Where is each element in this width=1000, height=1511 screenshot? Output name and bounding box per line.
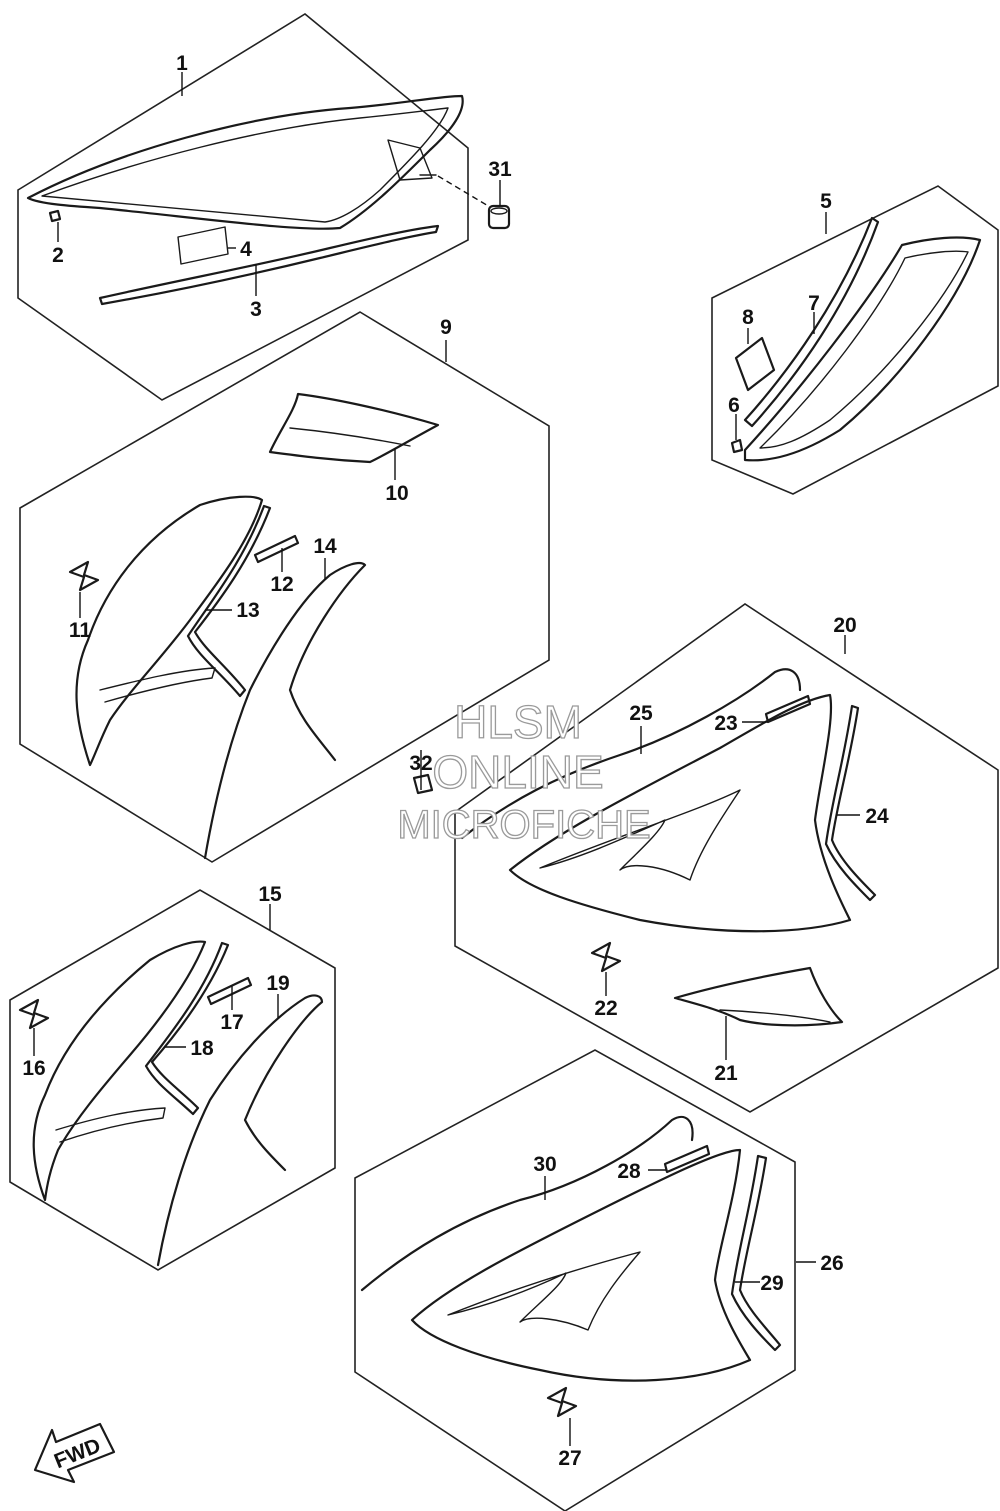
part-shroud-left[interactable] [75,495,264,767]
part-line-14[interactable] [203,561,367,860]
label-23[interactable]: 23 [714,712,737,735]
part-strip-24[interactable] [824,704,877,902]
label-20[interactable]: 20 [833,614,856,637]
group-panel-9 [19,311,550,863]
part-grommet[interactable] [487,204,511,230]
label-11[interactable]: 11 [69,619,92,642]
label-13[interactable]: 13 [236,599,259,622]
label-25[interactable]: 25 [629,702,653,725]
label-14[interactable]: 14 [313,535,337,558]
label-7[interactable]: 7 [808,292,820,315]
group-panel-1 [17,13,469,401]
part-emblem-16[interactable] [18,998,50,1030]
label-24[interactable]: 24 [865,805,889,828]
label-10[interactable]: 10 [385,482,408,505]
label-26[interactable]: 26 [820,1252,843,1275]
part-emblem-27[interactable] [546,1386,578,1418]
label-15[interactable]: 15 [258,883,282,906]
part-emblem-11[interactable] [68,560,100,592]
label-22[interactable]: 22 [594,997,617,1020]
part-line-25[interactable] [460,668,802,840]
part-strip-29[interactable] [730,1154,782,1352]
label-4[interactable]: 4 [240,238,252,261]
part-clip-2[interactable] [48,209,62,223]
part-clip-32[interactable] [412,773,434,795]
part-tank-cover[interactable] [508,693,852,933]
part-strip-17[interactable] [206,976,253,1006]
part-line-19[interactable] [156,994,324,1267]
label-9[interactable]: 9 [440,316,452,339]
group-panel-15 [9,889,336,1271]
group-panel-5 [711,185,999,495]
part-tank-cover-lower[interactable] [410,1148,752,1382]
fwd-arrow-icon: FWD [33,1422,116,1484]
part-clip-6[interactable] [730,438,744,454]
label-5[interactable]: 5 [820,190,832,213]
watermark-line-1: HLSM [454,696,582,748]
label-19[interactable]: 19 [266,972,289,995]
dash-line-31 [437,175,491,208]
label-31[interactable]: 31 [488,158,512,181]
label-12[interactable]: 12 [270,573,293,596]
label-3[interactable]: 3 [250,298,262,321]
label-17[interactable]: 17 [220,1011,243,1034]
label-8[interactable]: 8 [742,306,754,329]
part-reflector[interactable] [177,226,229,265]
leader-lines [33,72,860,1446]
part-scoop-21[interactable] [673,966,844,1027]
group-panel-26 [354,1049,796,1511]
part-strip-28[interactable] [663,1144,711,1174]
part-strip-18[interactable] [144,941,230,1116]
watermark-line-2: ONLINE [432,746,603,798]
part-shroud-lower[interactable] [32,940,207,1202]
part-emblem-8[interactable] [734,336,776,392]
part-frame-cover[interactable] [26,94,464,230]
group-panel-20 [454,603,999,1113]
part-scoop-10[interactable] [268,392,440,464]
part-strip-7[interactable] [743,216,880,428]
part-strip-12[interactable] [253,534,300,564]
watermark-line-3: MICROFICHE [397,803,650,847]
label-28[interactable]: 28 [617,1160,641,1183]
part-strip-23[interactable] [764,694,812,724]
label-6[interactable]: 6 [728,394,740,417]
label-1[interactable]: 1 [176,52,188,75]
part-side-cover[interactable] [743,236,982,462]
label-21[interactable]: 21 [714,1062,738,1085]
label-30[interactable]: 30 [533,1153,556,1176]
label-32[interactable]: 32 [409,752,432,775]
part-emblem-22[interactable] [590,941,622,973]
label-16[interactable]: 16 [22,1057,45,1080]
part-labels: 1 2 3 4 5 6 7 8 9 10 11 12 13 14 15 16 1… [22,52,889,1470]
label-27[interactable]: 27 [558,1447,581,1470]
label-18[interactable]: 18 [190,1037,214,1060]
watermark: HLSM ONLINE MICROFICHE [397,695,652,847]
label-29[interactable]: 29 [760,1272,783,1295]
part-strip-13[interactable] [186,504,272,698]
part-trim-strip-3[interactable] [98,224,440,306]
part-line-30[interactable] [360,1115,694,1292]
label-2[interactable]: 2 [52,244,64,267]
